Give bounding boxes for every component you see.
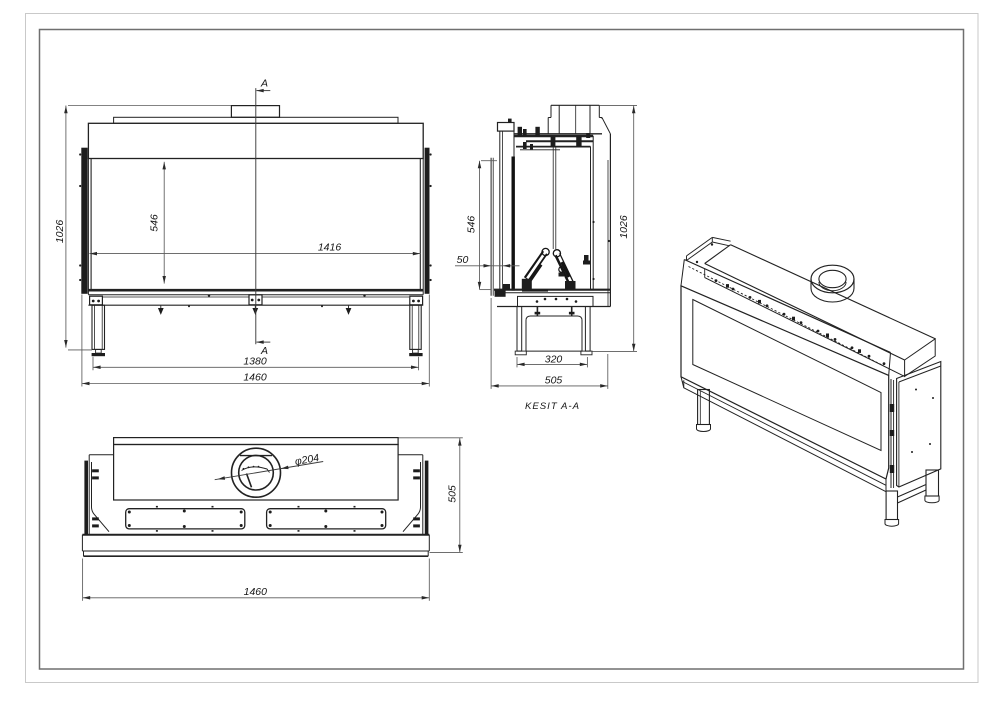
svg-text:320: 320 [545, 353, 563, 365]
svg-text:546: 546 [465, 216, 477, 234]
svg-text:KESIT A-A: KESIT A-A [525, 401, 580, 412]
svg-text:1460: 1460 [244, 586, 268, 598]
svg-text:50: 50 [457, 254, 469, 266]
svg-text:A: A [260, 345, 268, 357]
svg-text:1460: 1460 [243, 371, 267, 383]
svg-text:A: A [260, 77, 268, 89]
svg-text:505: 505 [545, 375, 563, 387]
svg-text:φ204: φ204 [294, 452, 320, 468]
svg-text:1416: 1416 [318, 242, 342, 254]
svg-text:1026: 1026 [54, 220, 66, 244]
svg-text:546: 546 [149, 214, 161, 232]
svg-text:1380: 1380 [243, 355, 267, 367]
svg-text:505: 505 [446, 485, 458, 503]
svg-text:1026: 1026 [618, 215, 630, 239]
